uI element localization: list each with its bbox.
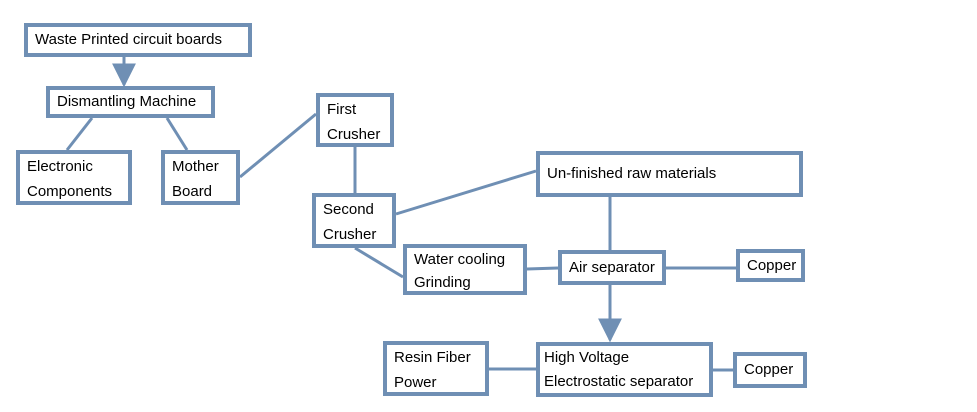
node-label-line: Electrostatic separator	[544, 373, 694, 390]
node-label-line: High Voltage	[544, 349, 630, 366]
connector-second-crusher-to-water-cooling	[354, 246, 404, 279]
connector-dismantling-to-mother	[165, 117, 189, 151]
node-label-line: Copper	[744, 361, 794, 378]
node-label-line: Waste Printed circuit boards	[35, 31, 223, 48]
connector-mother-to-first-crusher	[239, 112, 317, 179]
node-first-crusher: First Crusher	[316, 93, 394, 147]
node-high-voltage-electrostatic-separator: High Voltage Electrostatic separator	[536, 342, 713, 397]
node-air-separator: Air separator	[558, 250, 666, 285]
node-label-line: Power	[394, 374, 437, 391]
connector-water-cooling-to-air-separator	[526, 266, 559, 271]
node-label-line: Components	[27, 183, 113, 200]
node-label-line: Air separator	[569, 259, 655, 276]
node-second-crusher: Second Crusher	[312, 193, 396, 248]
node-label-line: Resin Fiber	[394, 349, 471, 366]
node-label-line: Water cooling	[414, 251, 506, 268]
node-label-line: Second	[323, 201, 374, 218]
node-label-line: Crusher	[323, 226, 377, 243]
node-unfinished-raw-materials: Un-finished raw materials	[536, 151, 803, 197]
node-waste-pcb: Waste Printed circuit boards	[24, 23, 252, 57]
node-mother-board: Mother Board	[161, 150, 240, 205]
node-water-cooling-grinding: Water cooling Grinding	[403, 244, 527, 295]
node-label-line: Mother	[172, 158, 219, 175]
node-label-line: First	[327, 101, 357, 118]
node-label-line: Dismantling Machine	[57, 93, 197, 110]
node-copper-bottom: Copper	[733, 352, 807, 388]
node-dismantling-machine: Dismantling Machine	[46, 86, 215, 118]
node-label-line: Un-finished raw materials	[547, 165, 717, 182]
connector-second-crusher-to-unfinished	[395, 169, 537, 216]
connector-dismantling-to-electronic	[65, 117, 94, 151]
node-label-line: Copper	[747, 257, 797, 274]
node-label-line: Grinding	[414, 274, 471, 291]
node-label-line: Electronic	[27, 158, 93, 175]
node-electronic-components: Electronic Components	[16, 150, 132, 205]
node-resin-fiber-power: Resin Fiber Power	[383, 341, 489, 396]
node-label-line: Crusher	[327, 126, 381, 143]
node-label-line: Board	[172, 183, 213, 200]
node-copper-top: Copper	[736, 249, 805, 282]
